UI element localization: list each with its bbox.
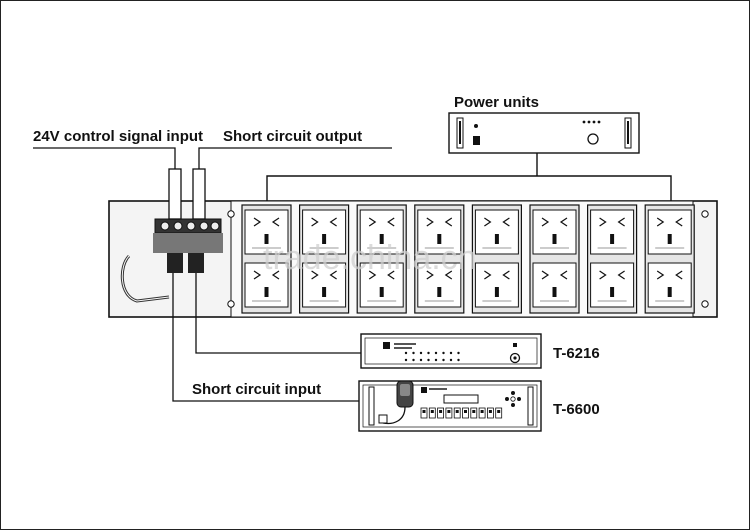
power-socket — [299, 204, 350, 314]
zone-key — [486, 407, 494, 419]
power-distribution-wire — [266, 153, 672, 201]
device-t6216-label: T-6216 — [553, 345, 600, 362]
indicator-led — [457, 351, 460, 362]
t6600-zone-keys — [420, 407, 503, 419]
device-t6600 — [358, 380, 542, 432]
t6216-indicator-row — [404, 351, 460, 362]
power-socket — [529, 204, 580, 314]
power-socket — [586, 204, 638, 314]
zone-key — [470, 407, 478, 419]
zone-key — [437, 407, 445, 419]
indicator-led — [442, 351, 445, 362]
indicator-led — [419, 351, 423, 362]
power-socket — [471, 204, 522, 314]
power-socket — [644, 204, 695, 314]
control-input-label: 24V control signal input — [33, 128, 203, 145]
terminal-block — [153, 168, 223, 273]
zone-key — [428, 407, 436, 419]
zone-key — [478, 407, 486, 419]
signal-wires — [172, 273, 361, 402]
power-unit — [448, 112, 640, 154]
label-leaders — [33, 147, 392, 169]
indicator-led — [427, 351, 430, 362]
indicator-led — [434, 351, 438, 362]
watermark: trade.china.cn — [263, 239, 477, 277]
power-units-label: Power units — [454, 94, 539, 111]
short-input-label: Short circuit input — [192, 381, 321, 398]
outlet-group — [241, 204, 695, 314]
zone-key — [445, 407, 453, 419]
zone-key — [420, 407, 428, 419]
zone-key — [495, 407, 503, 419]
short-output-label: Short circuit output — [223, 128, 362, 145]
device-t6600-label: T-6600 — [553, 401, 600, 418]
indicator-led — [404, 351, 408, 362]
power-socket — [414, 204, 465, 314]
power-socket — [241, 204, 292, 314]
zone-key — [453, 407, 461, 419]
device-t6216 — [360, 333, 542, 369]
indicator-led — [449, 351, 453, 362]
indicator-led — [412, 351, 415, 362]
zone-key — [462, 407, 469, 419]
power-socket — [356, 204, 407, 314]
